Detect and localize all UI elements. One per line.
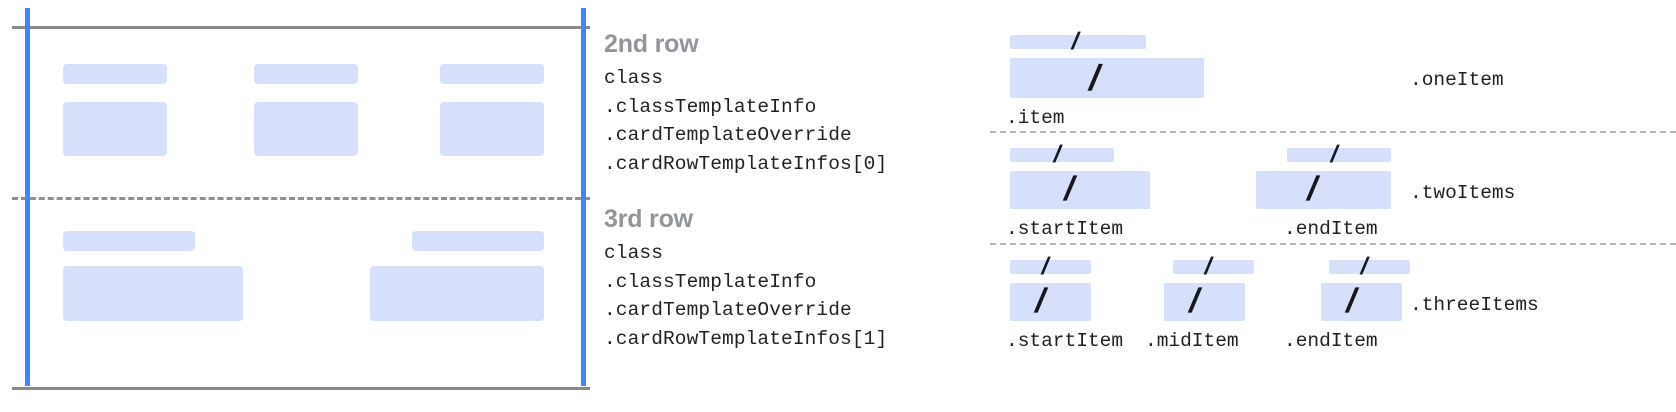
slash-icon: / <box>1327 141 1341 168</box>
row1-cell2-content-box <box>254 102 358 156</box>
slot-content-box: / <box>1164 282 1245 321</box>
slot-label-bar: / <box>1173 253 1254 280</box>
slot-label-bar: / <box>1329 253 1410 280</box>
annotation-block-3rd-row: 3rd row class .classTemplateInfo .cardTe… <box>604 203 887 353</box>
variant-divider-two-three <box>990 243 1676 245</box>
card-bottom-boundary-rule <box>12 387 590 390</box>
card-start-guide-line <box>25 8 30 386</box>
slot-content-box: / <box>1010 282 1091 321</box>
variant-three-items: / / .startItem / / .midItem / <box>984 248 1676 358</box>
annotation-2nd-code-line-1: .classTemplateInfo <box>604 95 817 118</box>
slash-icon: / <box>1185 282 1204 320</box>
variant-three-items-label-start: .startItem <box>1006 330 1124 352</box>
variant-name-three-items: .threeItems <box>1410 294 1539 316</box>
variant-name-two-items: .twoItems <box>1410 182 1516 204</box>
slash-icon: / <box>1357 253 1371 280</box>
card-end-guide-line <box>581 8 586 386</box>
slot-label-bar: / <box>1010 28 1146 55</box>
variant-three-items-label-mid: .midItem <box>1145 330 1239 352</box>
annotation-3rd-code-line-3: .cardRowTemplateInfos[1] <box>604 327 888 350</box>
annotation-heading-3rd-row: 3rd row <box>604 205 693 233</box>
annotation-2nd-code-line-2: .cardTemplateOverride <box>604 124 852 146</box>
slot-content-box: / <box>1321 282 1402 321</box>
annotation-3rd-code-line-0: class <box>604 242 664 264</box>
slash-icon: / <box>1201 253 1215 280</box>
row2-cell1-label-bar <box>63 231 195 251</box>
slot-label-bar: / <box>1010 253 1091 280</box>
row2-cell2-content-box <box>370 266 544 321</box>
variant-two-items: / / .startItem / / .endItem .twoItems <box>984 136 1676 244</box>
row1-cell2-label-bar <box>254 64 358 84</box>
slash-icon: / <box>1031 282 1050 320</box>
slash-icon: / <box>1303 170 1322 208</box>
variant-two-items-label-start: .startItem <box>1006 218 1124 240</box>
row1-cell1-content-box <box>63 102 167 156</box>
annotation-2nd-code-line-3: .cardRowTemplateInfos[0] <box>604 152 888 175</box>
variant-name-one-item: .oneItem <box>1410 69 1504 91</box>
annotation-2nd-code-line-0: class <box>604 67 664 89</box>
slot-label-bar: / <box>1287 141 1391 168</box>
row2-cell1-content-box <box>63 266 243 321</box>
slot-content-box: / <box>1256 170 1391 209</box>
variant-divider-one-two <box>990 131 1676 133</box>
card-row-preview-panel <box>0 0 598 412</box>
row2-cell2-label-bar <box>412 231 544 251</box>
slash-icon: / <box>1050 141 1064 168</box>
annotation-block-2nd-row: 2nd row class .classTemplateInfo .cardTe… <box>604 28 887 178</box>
row1-cell3-label-bar <box>440 64 544 84</box>
card-row-divider-dashed <box>12 197 590 200</box>
variant-two-items-label-end: .endItem <box>1284 218 1378 240</box>
annotation-3rd-code-line-1: .classTemplateInfo <box>604 270 817 293</box>
variant-three-items-label-end: .endItem <box>1284 330 1378 352</box>
row1-cell3-content-box <box>440 102 544 156</box>
slash-icon: / <box>1342 282 1361 320</box>
slash-icon: / <box>1060 170 1079 208</box>
row1-cell1-label-bar <box>63 64 167 84</box>
annotation-heading-2nd-row: 2nd row <box>604 30 699 58</box>
annotation-text-column: 2nd row class .classTemplateInfo .cardTe… <box>604 0 984 412</box>
slot-content-box: / <box>1010 57 1204 98</box>
slash-icon: / <box>1085 57 1105 98</box>
slash-icon: / <box>1068 28 1082 55</box>
card-top-boundary-rule <box>12 26 590 29</box>
annotation-3rd-code-line-2: .cardTemplateOverride <box>604 299 852 321</box>
slot-label-bar: / <box>1010 141 1114 168</box>
variant-one-item: / / .item .oneItem <box>984 22 1676 132</box>
variant-one-item-label-item: .item <box>1006 107 1065 129</box>
slash-icon: / <box>1038 253 1052 280</box>
row-variants-panel: / / .item .oneItem / / .startItem <box>984 0 1676 412</box>
slot-content-box: / <box>1010 170 1150 209</box>
